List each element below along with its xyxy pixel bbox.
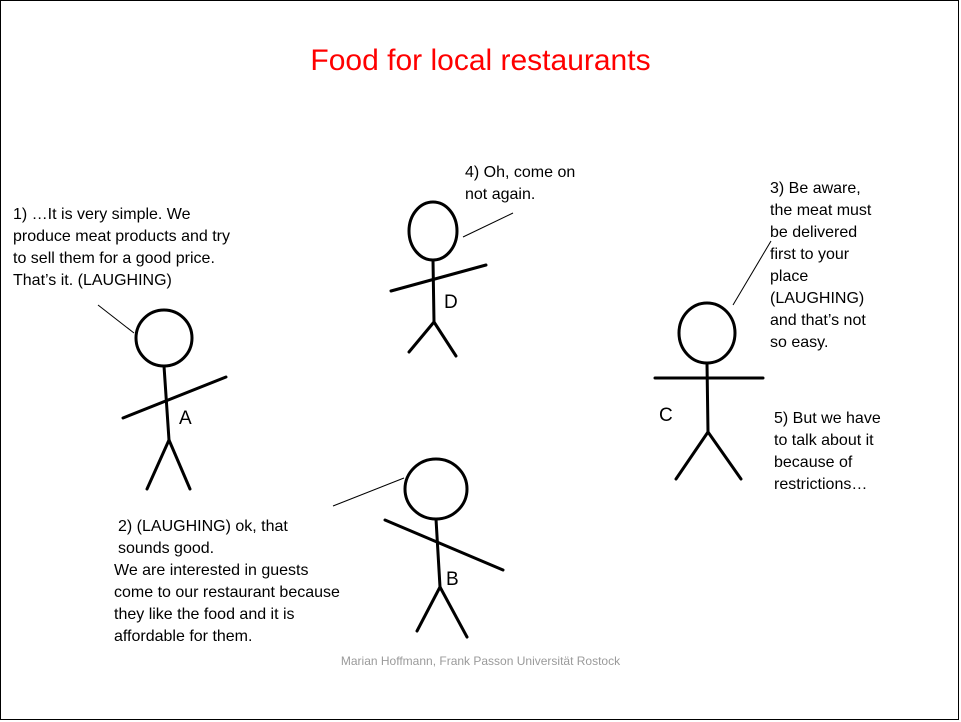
figure-d-body (431, 258, 436, 324)
stick-figure-a (121, 308, 228, 491)
statement-4-line: not again. (465, 186, 536, 203)
statement-3-line: and that’s not (770, 312, 866, 329)
statement-2-line: come to our restaurant because (114, 584, 340, 601)
figure-d-label: D (444, 292, 458, 313)
pointer-line-statement-2 (332, 477, 405, 507)
statement-2-line: they like the food and it is (114, 606, 295, 623)
figure-b-right-leg (438, 585, 469, 639)
figure-a-right-leg (167, 438, 192, 491)
figure-d-left-leg (407, 320, 436, 354)
figure-c-label: C (659, 405, 673, 426)
statement-2-line: sounds good. (118, 540, 215, 557)
figure-c-head (677, 301, 737, 365)
figure-c-body (705, 361, 710, 434)
pointer-line-statement-4 (462, 212, 514, 238)
figure-a-label: A (179, 408, 192, 429)
figure-b-head (403, 457, 469, 521)
stick-figure-c (653, 301, 765, 481)
pointer-line-statement-1 (97, 304, 135, 334)
statement-5-line: to talk about it (774, 432, 874, 449)
statement-1: 1) …It is very simple. We produce meat p… (13, 204, 230, 292)
statement-1-line: That’s it. (LAUGHING) (13, 272, 172, 289)
pointer-line-statement-3 (732, 240, 772, 306)
statement-3: 3) Be aware, the meat must be delivered … (770, 178, 871, 354)
figure-c-right-leg (706, 430, 743, 481)
statement-2-line: affordable for them. (114, 628, 253, 645)
figure-b-left-leg (415, 585, 442, 633)
statement-5: 5) But we have to talk about it because … (774, 408, 881, 496)
statement-1-line: produce meat products and try (13, 228, 231, 245)
statement-3-line: the meat must (770, 202, 872, 219)
figure-d-arms (389, 263, 488, 293)
statement-3-line: so easy. (770, 334, 829, 351)
figure-b-label: B (446, 569, 459, 590)
statement-3-line: be delivered (770, 224, 858, 241)
figure-a-arms (121, 375, 228, 420)
figure-d-right-leg (432, 320, 458, 358)
statement-3-line: first to your (770, 246, 850, 263)
statement-2: 2) (LAUGHING) ok, that sounds good. We a… (114, 516, 340, 648)
figure-c-left-leg (674, 430, 710, 481)
figure-a-head (134, 308, 194, 368)
figure-a-left-leg (145, 438, 171, 491)
statement-4: 4) Oh, come on not again. (465, 162, 575, 206)
stick-figure-d (389, 200, 488, 358)
slide-footer: Marian Hoffmann, Frank Passon Universitä… (340, 654, 621, 668)
statement-3-line: (LAUGHING) (770, 290, 865, 307)
statement-2-line: We are interested in guests (114, 562, 309, 579)
figure-b-body (434, 517, 442, 589)
slide-title: Food for local restaurants (310, 44, 651, 77)
statement-3-line: 3) Be aware, (770, 180, 861, 197)
statement-5-line: 5) But we have (774, 410, 881, 427)
statement-5-line: restrictions… (774, 476, 868, 493)
statement-1-line: to sell them for a good price. (13, 250, 215, 267)
statement-5-line: because of (774, 454, 853, 471)
figure-b-arms (383, 518, 505, 572)
figure-a-body (162, 364, 171, 442)
statement-2-line: 2) (LAUGHING) ok, that (118, 518, 288, 535)
statement-3-line: place (770, 268, 809, 285)
stick-figure-b (383, 457, 505, 639)
statement-1-line: 1) …It is very simple. We (13, 206, 191, 223)
figure-d-head (407, 200, 459, 262)
statement-4-line: 4) Oh, come on (465, 164, 576, 181)
